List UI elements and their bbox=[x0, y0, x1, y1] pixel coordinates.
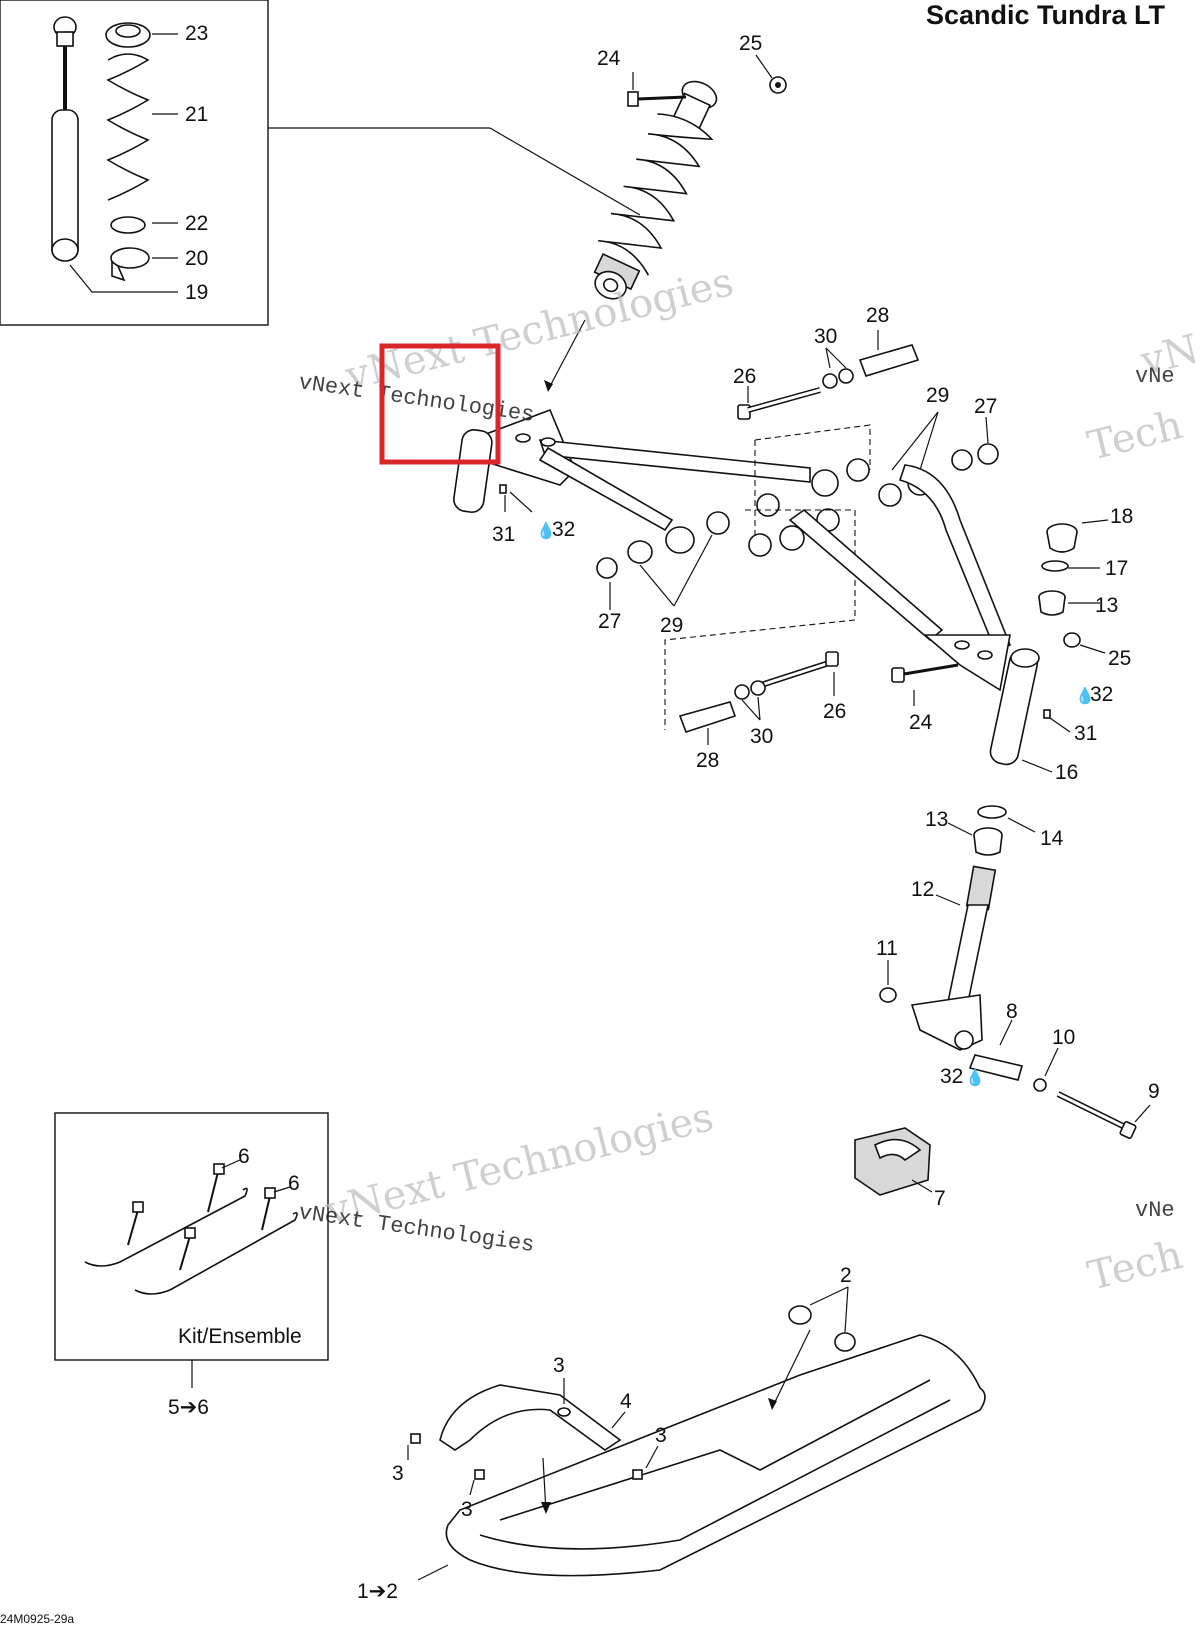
callout-31-right: 31 bbox=[1074, 722, 1097, 745]
callout-13-upper: 13 bbox=[1095, 594, 1118, 617]
carbide-runners bbox=[84, 1163, 298, 1295]
callout-3-top: 3 bbox=[553, 1354, 565, 1377]
callout-22: 22 bbox=[185, 212, 208, 235]
callout-26-lower: 26 bbox=[823, 700, 846, 723]
callout-2: 2 bbox=[840, 1264, 852, 1287]
callout-18: 18 bbox=[1110, 505, 1133, 528]
callout-14: 14 bbox=[1040, 827, 1064, 850]
bumper-7 bbox=[854, 1127, 931, 1196]
kit-part-range: 5➔6 bbox=[168, 1396, 209, 1419]
callout-17: 17 bbox=[1105, 557, 1128, 580]
washer-10 bbox=[1033, 1078, 1047, 1092]
spindle-12 bbox=[910, 865, 997, 1051]
callout-3-left: 3 bbox=[392, 1462, 404, 1485]
callout-29-upper: 29 bbox=[926, 384, 949, 407]
ring-17 bbox=[1041, 560, 1069, 572]
bolt-26-lower bbox=[757, 651, 839, 689]
callout-9: 9 bbox=[1148, 1080, 1160, 1103]
callout-11: 11 bbox=[876, 937, 898, 960]
callout-31-left: 31 bbox=[492, 523, 515, 546]
sleeve-8 bbox=[968, 1054, 1023, 1081]
watermark-1: vNext Technologies vNext Technologies bbox=[297, 259, 738, 428]
callout-20: 20 bbox=[185, 247, 208, 270]
watermark-2: vNext Technologies vNext Technologies bbox=[297, 1094, 718, 1258]
bushing-13-lower bbox=[973, 827, 1003, 856]
callout-30-lower: 30 bbox=[750, 725, 773, 748]
callout-24-lower: 24 bbox=[909, 711, 933, 734]
lower-a-arm bbox=[788, 464, 1040, 766]
callout-6-a: 6 bbox=[238, 1145, 250, 1168]
sleeve-28-upper bbox=[858, 344, 920, 377]
callout-24-top: 24 bbox=[597, 47, 621, 70]
callout-32-spindle: 32 bbox=[940, 1065, 963, 1088]
highlight-box bbox=[379, 343, 501, 465]
diagram-title: Scandic Tundra LT bbox=[926, 0, 1166, 30]
svg-text:vNext Technologies: vNext Technologies bbox=[340, 259, 738, 400]
grease-fitting-31-left bbox=[499, 484, 507, 512]
washer-30-upper-b bbox=[838, 368, 854, 384]
nut-25-lower bbox=[1063, 632, 1081, 648]
nut-25-top bbox=[769, 76, 787, 94]
svg-text:Tech: Tech bbox=[1083, 1232, 1187, 1300]
callout-29-lower: 29 bbox=[660, 614, 683, 637]
shock-detail-inset bbox=[0, 0, 269, 326]
bolt-9 bbox=[1056, 1091, 1137, 1140]
callout-13-lower: 13 bbox=[925, 808, 948, 831]
svg-text:Tech: Tech bbox=[1083, 402, 1187, 470]
ski-part-range: 1➔2 bbox=[357, 1580, 398, 1603]
grease-fitting-31-right bbox=[1043, 709, 1051, 719]
callout-3-bottom: 3 bbox=[461, 1498, 473, 1521]
callout-10: 10 bbox=[1052, 1026, 1075, 1049]
lube-symbol-left: 💧 bbox=[536, 521, 556, 540]
callout-25-top: 25 bbox=[739, 32, 762, 55]
drawing-code: 24M0925-29a bbox=[0, 1612, 74, 1625]
callout-32-right: 32 bbox=[1090, 683, 1113, 706]
washer-30-lower-a bbox=[734, 684, 750, 700]
bolt-24-lower bbox=[891, 663, 959, 683]
callout-28-lower: 28 bbox=[696, 749, 719, 772]
nut-11 bbox=[879, 987, 897, 1003]
washer-30-lower-b bbox=[750, 680, 766, 696]
lube-symbol-right: 💧 bbox=[1075, 686, 1095, 705]
watermark-3: vNe vNe Tech bbox=[1083, 320, 1200, 469]
callout-26-upper: 26 bbox=[733, 365, 756, 388]
svg-text:vNe: vNe bbox=[1135, 1198, 1175, 1223]
callout-12: 12 bbox=[911, 878, 934, 901]
callout-23: 23 bbox=[185, 22, 208, 45]
washer-30-upper-a bbox=[822, 373, 838, 389]
bolt-26-upper bbox=[737, 387, 821, 420]
callout-4: 4 bbox=[620, 1390, 632, 1413]
lube-symbol-spindle: 💧 bbox=[965, 1068, 985, 1087]
callout-21: 21 bbox=[185, 103, 208, 126]
sleeve-28-lower bbox=[678, 701, 737, 733]
upper-a-arm bbox=[453, 408, 811, 532]
shock-absorber-exploded bbox=[51, 16, 151, 282]
bolt-24-top bbox=[627, 91, 687, 107]
svg-text:vNe: vNe bbox=[1135, 364, 1175, 389]
ring-14 bbox=[977, 805, 1007, 819]
bushing-13-upper bbox=[1038, 590, 1066, 616]
callout-7: 7 bbox=[934, 1187, 946, 1210]
callout-27-lower: 27 bbox=[598, 610, 621, 633]
callout-6-b: 6 bbox=[288, 1172, 300, 1195]
callout-3-right: 3 bbox=[655, 1424, 667, 1447]
callout-32-left: 32 bbox=[552, 518, 575, 541]
callout-30-upper: 30 bbox=[814, 325, 837, 348]
shock-absorber bbox=[593, 80, 718, 300]
watermark-4: vNe Tech bbox=[1083, 1198, 1187, 1300]
kit-label: Kit/Ensemble bbox=[178, 1325, 302, 1348]
ski-assembly bbox=[410, 1305, 986, 1577]
callout-27-upper: 27 bbox=[974, 395, 997, 418]
callout-19: 19 bbox=[185, 281, 208, 304]
callout-8: 8 bbox=[1006, 1000, 1018, 1023]
callout-16: 16 bbox=[1055, 761, 1078, 784]
cap-18 bbox=[1046, 523, 1078, 553]
callout-25-lower: 25 bbox=[1108, 647, 1131, 670]
callout-28-upper: 28 bbox=[866, 304, 889, 327]
